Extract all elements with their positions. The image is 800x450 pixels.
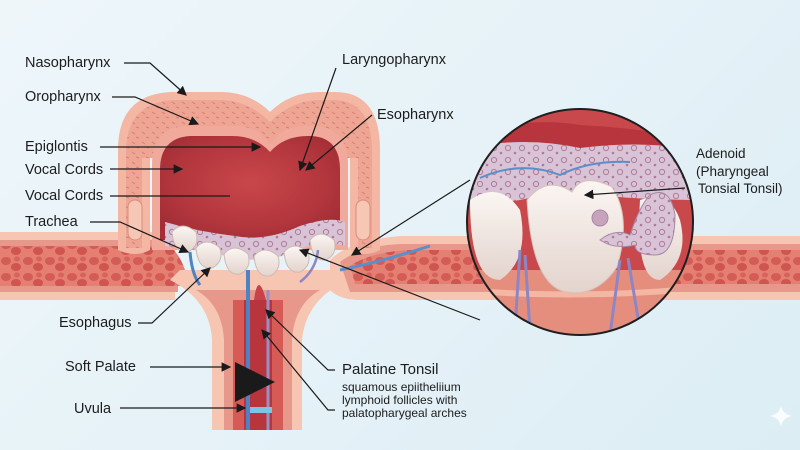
label-vocal-cords: Vocal Cords — [25, 162, 104, 178]
label-trachea: Trachea — [25, 214, 78, 230]
label-soft-palate: Soft Palate — [65, 359, 136, 375]
label-adenoid: Adenoid — [696, 146, 746, 161]
label-oropharynx: Oropharynx — [25, 89, 101, 105]
label-esophagus: Esophagus — [59, 315, 132, 331]
label-palatine-desc-2: lymphoid follicles with — [342, 393, 458, 407]
leader-lines — [90, 62, 686, 413]
label-palatine-desc-3: palatopharygeal arches — [342, 406, 467, 420]
label-vocal-cords-2: Vocal Cords — [25, 188, 104, 204]
label-epiglottis: Epiglontis — [25, 139, 88, 155]
label-uvula: Uvula — [74, 401, 112, 417]
label-adenoid-line3: Tonsial Tonsil) — [698, 181, 783, 196]
label-esopharynx: Esopharynx — [377, 107, 454, 123]
vertical-tube — [170, 270, 345, 430]
magnified-tonsil-inset — [467, 109, 693, 335]
label-adenoid-line2: (Pharyngeal — [696, 164, 769, 179]
label-laryngopharynx: Laryngopharynx — [342, 52, 446, 68]
label-nasopharynx: Nasopharynx — [25, 55, 111, 71]
label-palatine-tonsil: Palatine Tonsil — [342, 361, 439, 378]
sparkle-icon — [770, 405, 792, 427]
pharynx-cross-section — [118, 92, 380, 286]
label-palatine-desc-1: squamous epiitheliium — [342, 380, 461, 394]
